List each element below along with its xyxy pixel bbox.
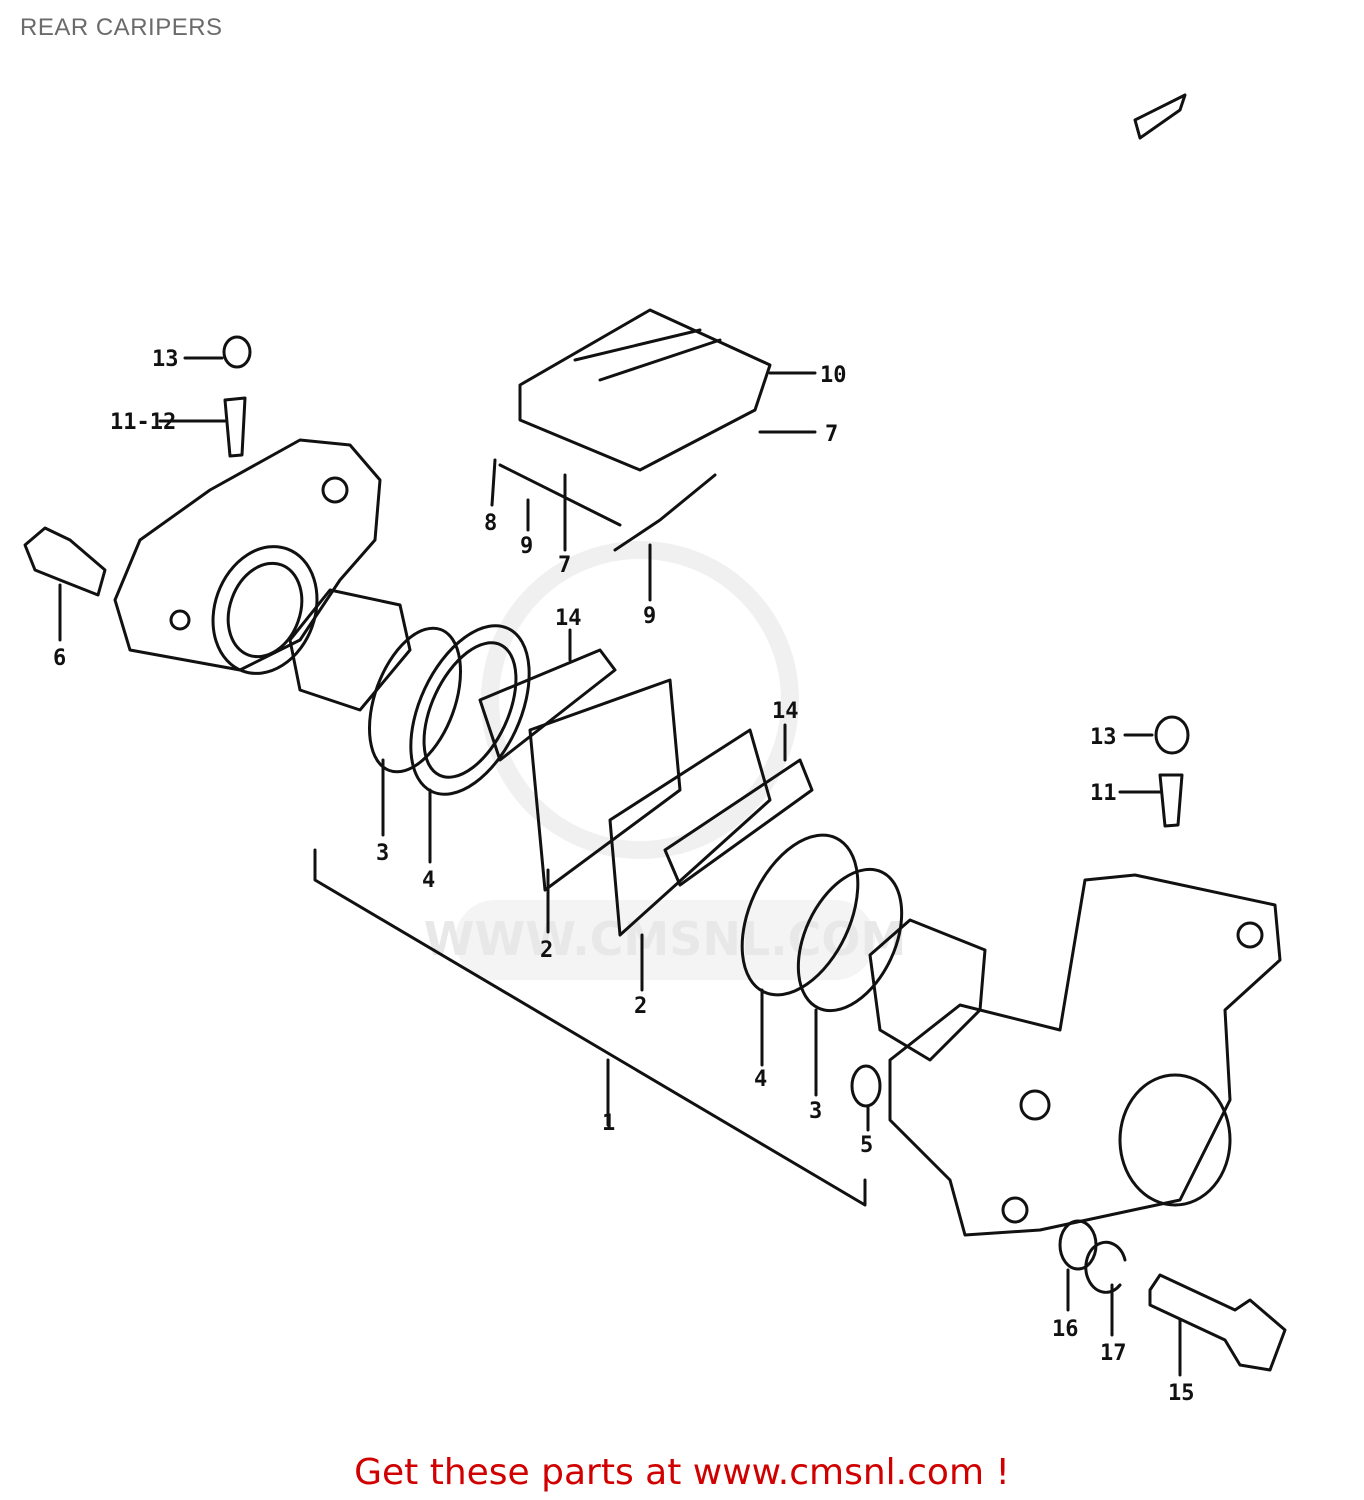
watermark-text: WWW.CMSNL.COM [424, 912, 907, 966]
right-piston [868, 918, 987, 1062]
callout-17: 17 [1100, 1341, 1127, 1366]
left-caliper-body [113, 438, 382, 675]
callout-4-left: 4 [422, 868, 435, 893]
pad-pin [498, 463, 622, 527]
callout-3-left: 3 [376, 841, 389, 866]
right-caliper-body [888, 873, 1282, 1237]
left-seals [367, 624, 531, 796]
callout-15: 15 [1168, 1381, 1195, 1406]
callout-16: 16 [1052, 1317, 1079, 1342]
callout-4-right: 4 [754, 1067, 767, 1092]
callout-7-top: 7 [825, 422, 838, 447]
callout-11-12: 11-12 [110, 410, 176, 435]
pad-spring [613, 473, 717, 552]
callout-1: 1 [602, 1111, 615, 1136]
brake-pads [478, 648, 814, 937]
washer [850, 1064, 882, 1108]
mounting-bolt-left [23, 526, 107, 597]
callout-7-pin: 7 [558, 553, 571, 578]
callout-10: 10 [820, 363, 847, 388]
callout-2-right: 2 [634, 994, 647, 1019]
washer-16 [1058, 1219, 1098, 1271]
mounting-bolt-right [1148, 1273, 1287, 1372]
callout-3-right: 3 [809, 1099, 822, 1124]
pad-cover [518, 308, 772, 472]
callout-13-right: 13 [1090, 725, 1117, 750]
right-seals [740, 833, 904, 1013]
callout-14-right: 14 [772, 699, 799, 724]
callout-13-left: 13 [152, 347, 179, 372]
callout-5: 5 [860, 1133, 873, 1158]
callout-labels: 13 11-12 6 10 7 8 9 7 9 14 14 3 4 2 2 4 … [53, 347, 1195, 1406]
callout-9-right: 9 [643, 604, 656, 629]
callout-14-left: 14 [555, 606, 582, 631]
left-piston [288, 588, 412, 712]
callout-9-left: 9 [520, 534, 533, 559]
right-bleeder-cap [1154, 715, 1190, 828]
callout-2-left: 2 [540, 938, 553, 963]
clip-17 [1084, 1240, 1127, 1294]
assembly-bracket [313, 848, 867, 1207]
callout-6: 6 [53, 646, 66, 671]
callout-8: 8 [484, 511, 497, 536]
callout-11-right: 11 [1090, 781, 1117, 806]
direction-mark [1133, 93, 1187, 140]
page-title: REAR CARIPERS [20, 14, 223, 41]
left-bleeder-cap [222, 335, 252, 458]
footer-link[interactable]: Get these parts at www.cmsnl.com ! [354, 1452, 1010, 1493]
watermark: WWW.CMSNL.COM [424, 541, 907, 980]
